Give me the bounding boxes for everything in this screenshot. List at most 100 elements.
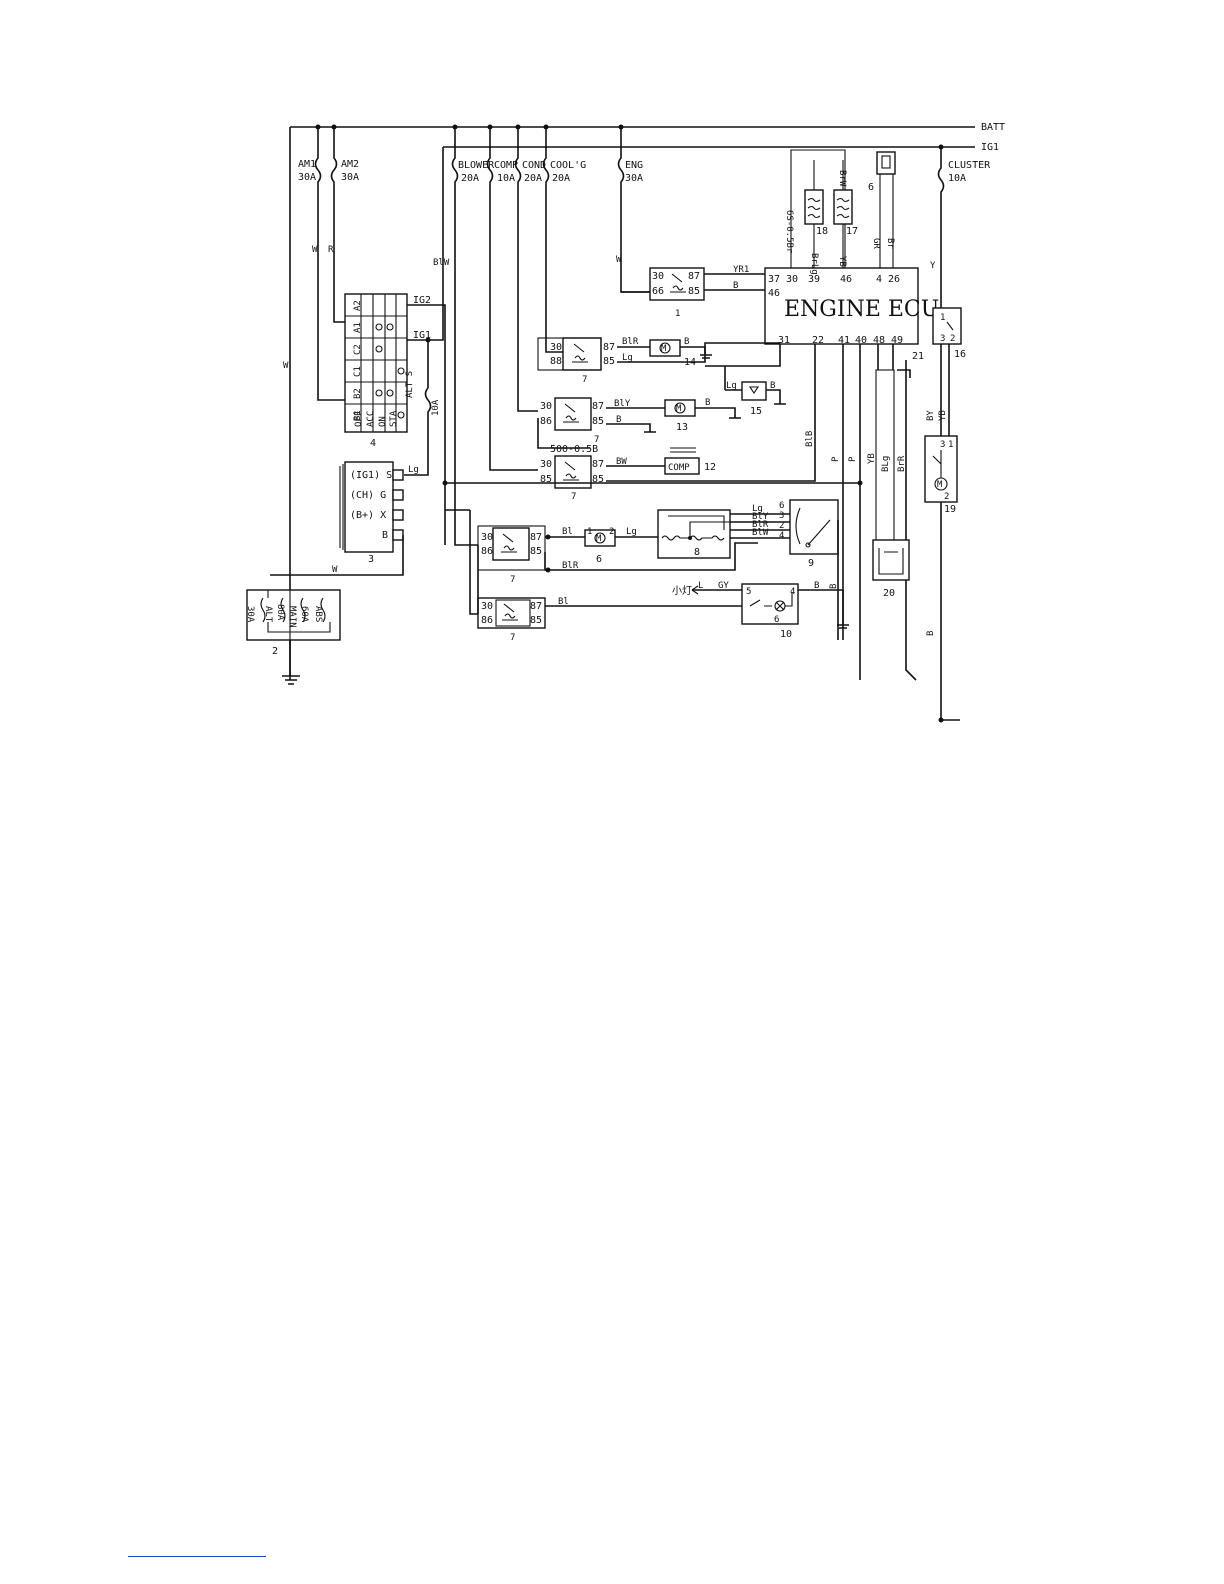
comp18-terminal-2: 2	[950, 334, 955, 344]
ign-terminal-b2: B2	[353, 388, 363, 399]
relay-lamp: 30 86 87 85 7 Bl	[477, 597, 742, 643]
wire-color-lg-15: Lg	[726, 381, 737, 391]
motor-6-pin-1: 1	[587, 527, 592, 537]
relay-lamp-pin-86: 86	[481, 615, 493, 626]
lamp-switch-number: 10	[780, 629, 792, 640]
relay-blower: 30 86 87 85 7 Bl BlR	[445, 509, 758, 615]
fusebox-30a: 30A	[245, 606, 255, 623]
wire-color-b-15: B	[770, 381, 775, 391]
fuse-eng-rating: 30A	[625, 173, 643, 184]
compressor-label: COMP	[668, 463, 690, 473]
relay-eng-pin-87: 87	[688, 271, 700, 282]
wire-color-bly-cond: BlY	[614, 399, 631, 409]
wire-color-blb: BlB	[805, 431, 815, 447]
alt-terminal-b: B	[382, 530, 388, 541]
ecu-pin-37: 37	[768, 274, 780, 285]
bus-junctions	[315, 124, 944, 150]
fuse-comp-rating: 10A	[497, 173, 515, 184]
ecu-pin-22: 22	[812, 335, 824, 346]
switch10-terminal-5: 5	[746, 587, 751, 597]
wire-color-brw: Br	[885, 238, 895, 249]
wire-color-yb: YB	[867, 453, 877, 464]
relay-comp-pin-85: 85	[592, 474, 604, 485]
ecu-pin-39: 39	[808, 274, 820, 285]
wire-color-bly-sw: BlY	[752, 512, 769, 522]
component-20: 20	[872, 539, 910, 599]
motor-13-symbol: M	[676, 404, 682, 414]
ecu-pin-26: 26	[888, 274, 900, 285]
ig1-bus: IG1	[443, 142, 999, 153]
wire-color-br: BrW	[837, 170, 847, 187]
ignition-switch-number: 4	[370, 438, 376, 449]
relay-coolg-number: 7	[582, 375, 587, 385]
wire-color-b-m13: B	[705, 398, 710, 408]
wire-color-r-am2: R	[328, 245, 334, 255]
ecu-pin-30: 30	[786, 274, 798, 285]
batt-bus-label: BATT	[981, 122, 1005, 133]
relay-comp-number: 7	[571, 492, 576, 502]
comp19-terminal-2: 2	[944, 492, 949, 502]
wire-color-b-m14: B	[684, 337, 689, 347]
relay-coolg-pin-85: 85	[603, 356, 615, 367]
switch9-terminal-3: 3	[779, 511, 784, 521]
relay-lamp-pin-87: 87	[530, 601, 542, 612]
fuse-eng: ENG 30A	[617, 127, 650, 293]
component-number-15: 15	[750, 406, 762, 417]
relay-coolg-pin-88: 88	[550, 356, 562, 367]
ecu-pin-4: 4	[876, 274, 882, 285]
component-number-14: 14	[684, 357, 696, 368]
relay-eng-pin-30: 30	[652, 271, 664, 282]
relay-eng-pin-85: 85	[688, 286, 700, 297]
wire-color-w-am1: W	[312, 245, 318, 255]
wire-color-blw: BlW	[433, 258, 450, 268]
switch9-terminal-4: 4	[779, 531, 784, 541]
component-19: 3 1 M 2 19 B	[924, 435, 960, 723]
motor-6: 1 2 M Lg 6	[584, 527, 658, 565]
wire-color-yr1: YR1	[733, 265, 749, 275]
wire-color-lg-coolg: Lg	[622, 353, 633, 363]
switch9-terminal-2: 2	[779, 521, 784, 531]
alt-terminal-s: (IG1) S	[350, 470, 392, 481]
comp19-symbol-m: M	[937, 480, 943, 490]
relay-comp-pin-30: 30	[540, 459, 552, 470]
ig1-bus-label: IG1	[981, 142, 999, 153]
relay-coolg-pin-30: 30	[550, 342, 562, 353]
ecu-pin-46-top: 46	[840, 274, 852, 285]
component-18: 1 3 2 16 BY YB	[926, 307, 966, 438]
engine-ecu-title: ENGINE ECU	[784, 297, 939, 322]
lamp-label: 小灯	[672, 585, 692, 597]
wire-color-brr: BrR	[897, 455, 907, 472]
comp19-terminal-1: 1	[948, 440, 953, 450]
resistor-8: 8 Lg BlY BlR BlW	[657, 504, 790, 559]
wire-color-blr-coolg: BlR	[622, 337, 639, 347]
ecu-pin-41: 41	[838, 335, 850, 346]
relay-cond-number: 7	[594, 435, 599, 445]
compressor-12: COMP 12	[664, 447, 716, 475]
component-number-13: 13	[676, 422, 688, 433]
fusebox-main: MAIN	[287, 606, 297, 628]
fuse-coolg-rating: 20A	[552, 173, 570, 184]
fuse-comp: COMP 10A	[486, 127, 538, 471]
relay-eng-pin-66: 66	[652, 286, 664, 297]
component-number-18: 16	[954, 349, 966, 360]
comp18-terminal-3: 3	[940, 334, 945, 344]
fuse-cluster-rating: 10A	[948, 173, 966, 184]
fuse-coolg: COOL'G 20A	[542, 127, 586, 353]
relay-cond-pin-85: 85	[592, 416, 604, 427]
ign-terminal-c2: C2	[353, 344, 363, 355]
wire-color-l: L	[698, 581, 703, 591]
relay-blower-pin-30: 30	[481, 532, 493, 543]
wire-color-yb-ecu: YB	[837, 256, 847, 267]
fuse-comp-name: COMP	[494, 160, 518, 171]
wire-color-blg: BLg	[881, 456, 891, 472]
fuse-alt-s: ALT S 10A Lg	[404, 371, 441, 476]
fuse-cluster-name: CLUSTER	[948, 160, 991, 171]
fuse-alt-s-name: ALT S	[405, 371, 415, 398]
wire-color-bw-comp: BW	[616, 457, 627, 467]
relay-eng: 30 66 87 85 1 YR1 B	[621, 265, 765, 319]
wire-color-w-alt-b: W	[332, 565, 338, 575]
ign-terminal-a2: A2	[353, 300, 363, 311]
relay-eng-number: 1	[675, 309, 680, 319]
fusebox-alt: ALT	[263, 606, 273, 623]
